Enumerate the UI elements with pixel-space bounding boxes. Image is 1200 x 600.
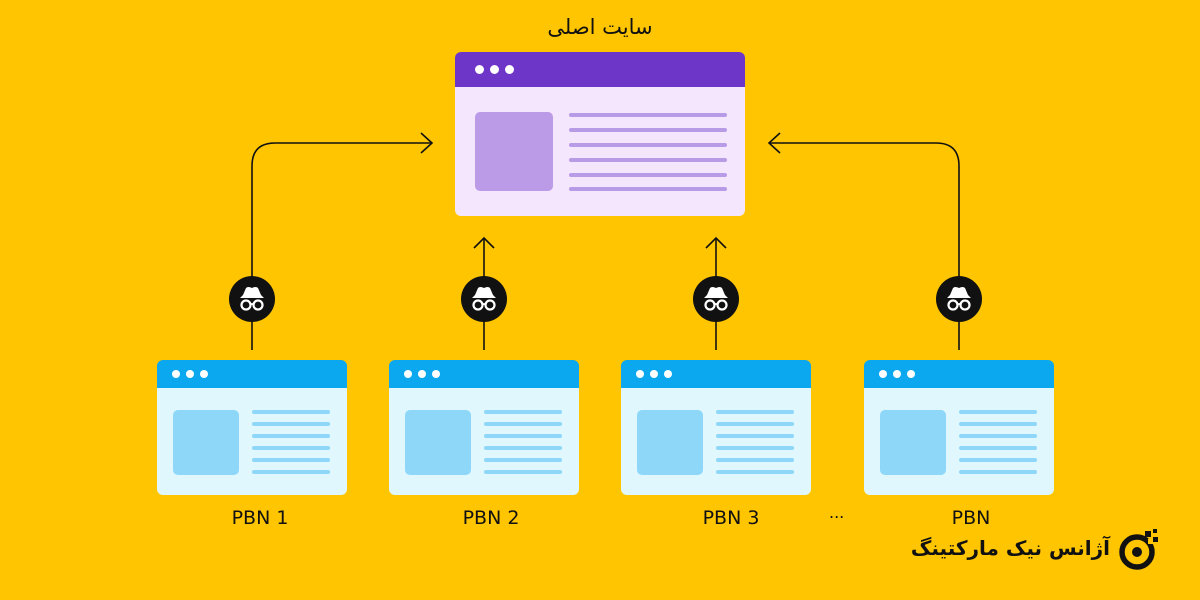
pbn-label-4: PBN [951, 507, 991, 529]
text-line [959, 458, 1037, 462]
window-dot-icon [172, 370, 180, 378]
pbn-window-4 [864, 360, 1054, 495]
window-dot-icon [418, 370, 426, 378]
text-line [484, 410, 562, 414]
text-line [716, 422, 794, 426]
pbn-titlebar [389, 360, 579, 388]
arrowhead-right [767, 132, 781, 154]
incognito-spy-icon [693, 276, 739, 322]
pbn-image-placeholder [880, 410, 946, 475]
window-dot-icon [186, 370, 194, 378]
pbn-window-3 [621, 360, 811, 495]
nik-marketing-logo-icon [1116, 527, 1162, 573]
text-line [716, 458, 794, 462]
connector-pbn1 [251, 142, 432, 350]
text-line [569, 143, 727, 147]
main-site-image-placeholder [475, 112, 553, 191]
text-line [569, 113, 727, 117]
pbn-label-3: PBN 3 [702, 507, 760, 529]
text-line [484, 422, 562, 426]
pbn-titlebar [621, 360, 811, 388]
brand-name: آژانس نیک مارکتینگ [910, 536, 1110, 560]
arrowhead-pbn2 [473, 236, 495, 249]
window-dot-icon [404, 370, 412, 378]
text-line [252, 422, 330, 426]
text-line [252, 470, 330, 474]
pbn-titlebar [864, 360, 1054, 388]
main-site-titlebar [455, 52, 745, 87]
main-site-title: سایت اصلی [547, 15, 653, 39]
window-dot-icon [475, 65, 484, 74]
text-line [484, 470, 562, 474]
text-line [716, 470, 794, 474]
window-dot-icon [505, 65, 514, 74]
text-line [959, 422, 1037, 426]
text-line [569, 187, 727, 191]
text-line [569, 158, 727, 162]
text-line [569, 128, 727, 132]
pbn-window-2 [389, 360, 579, 495]
text-line [959, 470, 1037, 474]
incognito-spy-icon [936, 276, 982, 322]
window-dot-icon [650, 370, 658, 378]
text-line [484, 446, 562, 450]
text-line [252, 458, 330, 462]
window-dot-icon [879, 370, 887, 378]
text-line [569, 173, 727, 177]
incognito-spy-icon [461, 276, 507, 322]
window-dot-icon [907, 370, 915, 378]
window-dot-icon [664, 370, 672, 378]
text-line [716, 434, 794, 438]
window-dot-icon [490, 65, 499, 74]
window-dot-icon [200, 370, 208, 378]
more-pbn-ellipsis: ... [829, 503, 845, 522]
text-line [716, 410, 794, 414]
pbn-image-placeholder [405, 410, 471, 475]
arrowhead-left [420, 132, 434, 154]
pbn-image-placeholder [173, 410, 239, 475]
window-dot-icon [893, 370, 901, 378]
pbn-label-1: PBN 1 [231, 507, 289, 529]
text-line [959, 446, 1037, 450]
text-line [484, 458, 562, 462]
text-line [484, 434, 562, 438]
connector-pbn4 [769, 142, 960, 350]
text-line [252, 410, 330, 414]
arrowhead-pbn3 [705, 236, 727, 249]
brand-block: آژانس نیک مارکتینگ [900, 523, 1170, 575]
text-line [959, 434, 1037, 438]
window-dot-icon [432, 370, 440, 378]
window-dot-icon [636, 370, 644, 378]
pbn-titlebar [157, 360, 347, 388]
main-site-window [455, 52, 745, 216]
incognito-spy-icon [229, 276, 275, 322]
text-line [959, 410, 1037, 414]
text-line [252, 434, 330, 438]
pbn-window-1 [157, 360, 347, 495]
pbn-label-2: PBN 2 [462, 507, 520, 529]
text-line [252, 446, 330, 450]
pbn-image-placeholder [637, 410, 703, 475]
text-line [716, 446, 794, 450]
